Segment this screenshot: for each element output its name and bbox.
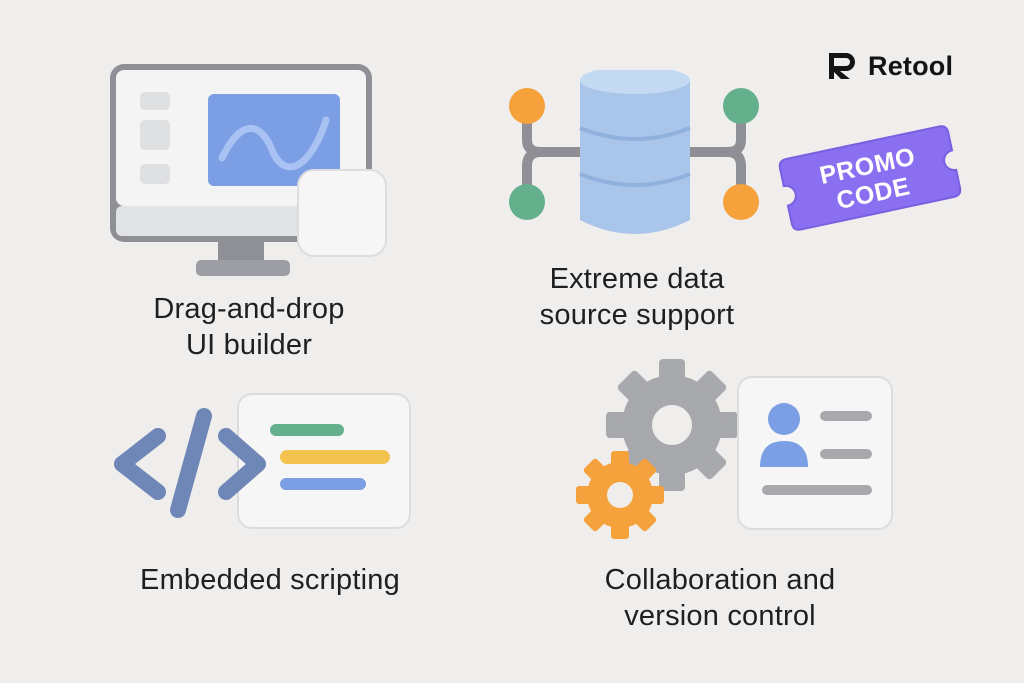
gears-profile-card-icon (576, 359, 893, 539)
code-brackets-icon (114, 393, 411, 529)
database-connections-icon (509, 70, 759, 234)
brand: Retool (826, 46, 953, 86)
retool-logo-icon (829, 53, 855, 79)
promo-code-ticket[interactable]: PROMO CODE (770, 118, 970, 238)
feature-label-drag-drop: Drag-and-drop UI builder (153, 293, 345, 361)
feature-label-collaboration: Collaboration and version control (604, 564, 836, 632)
brand-name: Retool (868, 50, 954, 81)
desktop-ui-builder-icon (110, 64, 387, 276)
feature-label-scripting: Embedded scripting (140, 564, 400, 596)
feature-label-data-source: Extreme data source support (539, 263, 735, 331)
